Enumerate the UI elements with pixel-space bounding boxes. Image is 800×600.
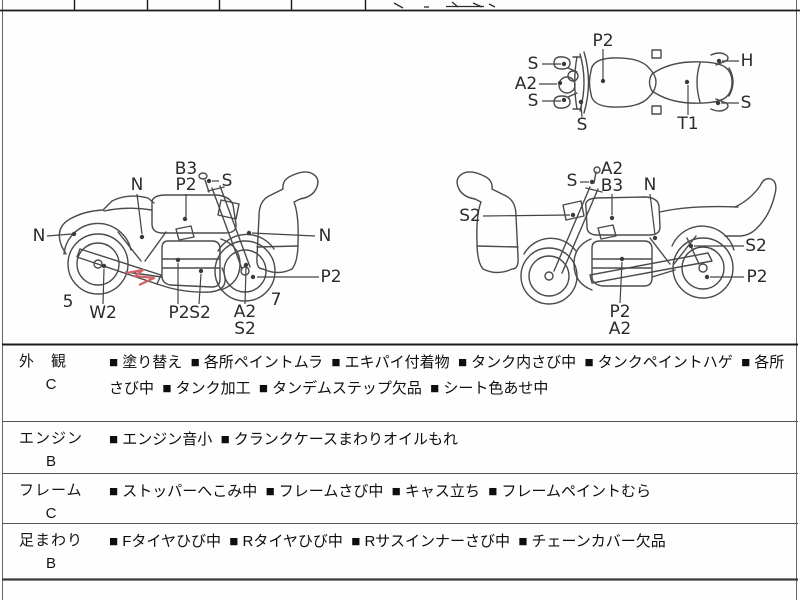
marker-label: W2 [89, 303, 117, 323]
defect-list: ■ ストッパーへこみ中 ■ フレームさび中 ■ キャス立ち ■ フレームペイント… [109, 483, 652, 500]
clipped-header-row [0, 0, 800, 12]
marker-label: A2 [233, 302, 257, 322]
leader-dots [71, 58, 722, 280]
marker-label: P2 [592, 31, 614, 51]
marker-label: S [527, 91, 539, 111]
marker-label: S [740, 93, 752, 113]
marker-label: N [643, 175, 657, 195]
marker-label: P2 [168, 303, 190, 323]
section-grade: C [45, 376, 57, 393]
marker-label: T1 [677, 114, 699, 134]
section-name: エンジン [19, 430, 84, 447]
marker-label: N [130, 175, 144, 195]
marker-label: N [32, 226, 46, 246]
section-grade: B [45, 555, 56, 572]
bike-left-side-view [456, 166, 777, 305]
defect-list: ■ Fタイヤひび中 ■ Rタイヤひび中 ■ Rサスインナーさび中 ■ チェーンカ… [109, 533, 666, 550]
marker-label: S2 [234, 319, 256, 339]
marker-label: N [318, 226, 332, 246]
marker-label: S2 [745, 236, 767, 256]
table-row: 足まわり B ■ Fタイヤひび中 ■ Rタイヤひび中 ■ Rサスインナーさび中 … [3, 524, 796, 579]
defect-list: ■ 塗り替え ■ 各所ペイントムラ ■ エキパイ付着物 ■ タンク内さび中 ■ … [109, 354, 785, 397]
table-row: フレーム C ■ ストッパーへこみ中 ■ フレームさび中 ■ キャス立ち ■ フ… [3, 474, 796, 523]
marker-label: P2 [320, 267, 342, 287]
marker-label: S [576, 115, 588, 135]
marker-label: B3 [600, 176, 624, 196]
section-grade: B [45, 453, 56, 470]
section-cell: 足まわり B [19, 529, 115, 572]
section-grade: C [45, 505, 57, 522]
marker-label: P2 [175, 175, 197, 195]
bike-top-view [553, 49, 734, 115]
marker-label: P2 [746, 267, 768, 287]
section-cell: エンジン B [19, 427, 115, 470]
marker-label: B3 [174, 159, 198, 179]
marker-label: H [740, 51, 754, 71]
red-marker [125, 268, 156, 286]
marker-label: S2 [189, 303, 211, 323]
marker-label: 5 [62, 292, 74, 312]
table-row: 外 観 C ■ 塗り替え ■ 各所ペイントムラ ■ エキパイ付着物 ■ タンク内… [3, 345, 796, 421]
section-cell: フレーム C [19, 479, 115, 522]
table-rules [2, 343, 798, 581]
defect-list: ■ エンジン音小 ■ クランクケースまわりオイルもれ [109, 431, 459, 448]
marker-label: S [221, 171, 233, 191]
marker-label: S2 [459, 206, 481, 226]
marker-label: A2 [600, 159, 624, 179]
marker-label: P2 [609, 302, 631, 322]
marker-label: A2 [514, 74, 538, 94]
marker-label: S [527, 54, 539, 74]
marker-label: A2 [608, 319, 632, 339]
section-cell: 外 観 C [19, 350, 115, 393]
marker-label: S [566, 171, 578, 191]
leader-lines [46, 49, 744, 305]
section-name: 足まわり [19, 532, 84, 549]
table-row: エンジン B ■ エンジン音小 ■ クランクケースまわりオイルもれ [3, 422, 796, 473]
section-name: フレーム [19, 482, 83, 499]
marker-label: 7 [270, 290, 282, 310]
clipped-text-fragments [393, 1, 496, 9]
section-name: 外 観 [19, 353, 68, 370]
